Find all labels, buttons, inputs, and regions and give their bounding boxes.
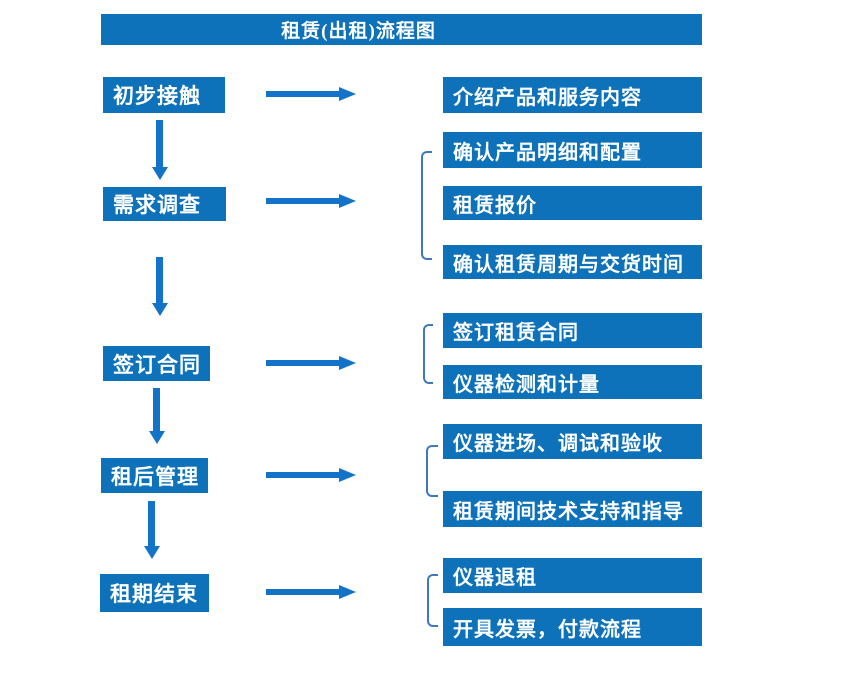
title-bar: 租赁(出租)流程图 xyxy=(101,14,702,45)
right-arrow-shaft xyxy=(266,589,340,595)
bracket-lease-end-icon xyxy=(427,574,438,627)
down-arrow-head xyxy=(144,546,160,559)
right-arrow-1-icon xyxy=(266,87,356,101)
right-arrow-5-icon xyxy=(266,585,356,599)
down-arrow-shaft xyxy=(156,120,163,168)
step-box-post-rental-management: 租后管理 xyxy=(101,458,208,493)
right-arrow-3-icon xyxy=(266,356,356,370)
down-arrow-head xyxy=(152,167,168,180)
down-arrow-shaft xyxy=(156,257,163,304)
down-arrow-shaft xyxy=(153,388,160,432)
output-box-rental-quote: 租赁报价 xyxy=(443,186,702,220)
output-box-confirm-product-details: 确认产品明细和配置 xyxy=(443,132,702,168)
right-arrow-head xyxy=(339,585,356,599)
step-box-initial-contact: 初步接触 xyxy=(103,77,225,113)
step-box-sign-contract: 签订合同 xyxy=(103,346,210,381)
bracket-post-rental-icon xyxy=(426,445,438,497)
right-arrow-head xyxy=(339,356,356,370)
output-box-instrument-installation: 仪器进场、调试和验收 xyxy=(443,424,702,459)
right-arrow-shaft xyxy=(266,472,340,478)
page-title: 租赁(出租)流程图 xyxy=(281,21,436,42)
step-box-lease-end: 租期结束 xyxy=(100,574,209,612)
right-arrow-head xyxy=(339,87,356,101)
bracket-demand-survey-icon xyxy=(421,151,432,260)
right-arrow-head xyxy=(339,194,356,208)
down-arrow-head xyxy=(152,303,168,316)
down-arrow-head xyxy=(149,431,165,444)
down-arrow-shaft xyxy=(148,501,155,547)
right-arrow-4-icon xyxy=(266,468,356,482)
down-arrow-2-icon xyxy=(152,257,168,316)
down-arrow-4-icon xyxy=(144,501,160,559)
down-arrow-1-icon xyxy=(152,120,168,180)
right-arrow-shaft xyxy=(266,360,340,366)
output-box-instrument-return: 仪器退租 xyxy=(443,558,702,593)
right-arrow-head xyxy=(339,468,356,482)
right-arrow-shaft xyxy=(266,91,340,97)
output-box-confirm-period-delivery: 确认租赁周期与交货时间 xyxy=(443,245,702,279)
down-arrow-3-icon xyxy=(149,388,165,444)
output-box-invoice-payment: 开具发票，付款流程 xyxy=(443,608,702,646)
right-arrow-shaft xyxy=(266,198,340,204)
output-box-technical-support: 租赁期间技术支持和指导 xyxy=(443,491,702,527)
step-box-demand-survey: 需求调查 xyxy=(103,187,226,221)
bracket-sign-contract-icon xyxy=(423,324,433,384)
output-box-introduce-products: 介绍产品和服务内容 xyxy=(443,77,702,113)
output-box-sign-rental-contract: 签订租赁合同 xyxy=(443,313,702,348)
right-arrow-2-icon xyxy=(266,194,356,208)
output-box-instrument-testing: 仪器检测和计量 xyxy=(443,365,702,399)
